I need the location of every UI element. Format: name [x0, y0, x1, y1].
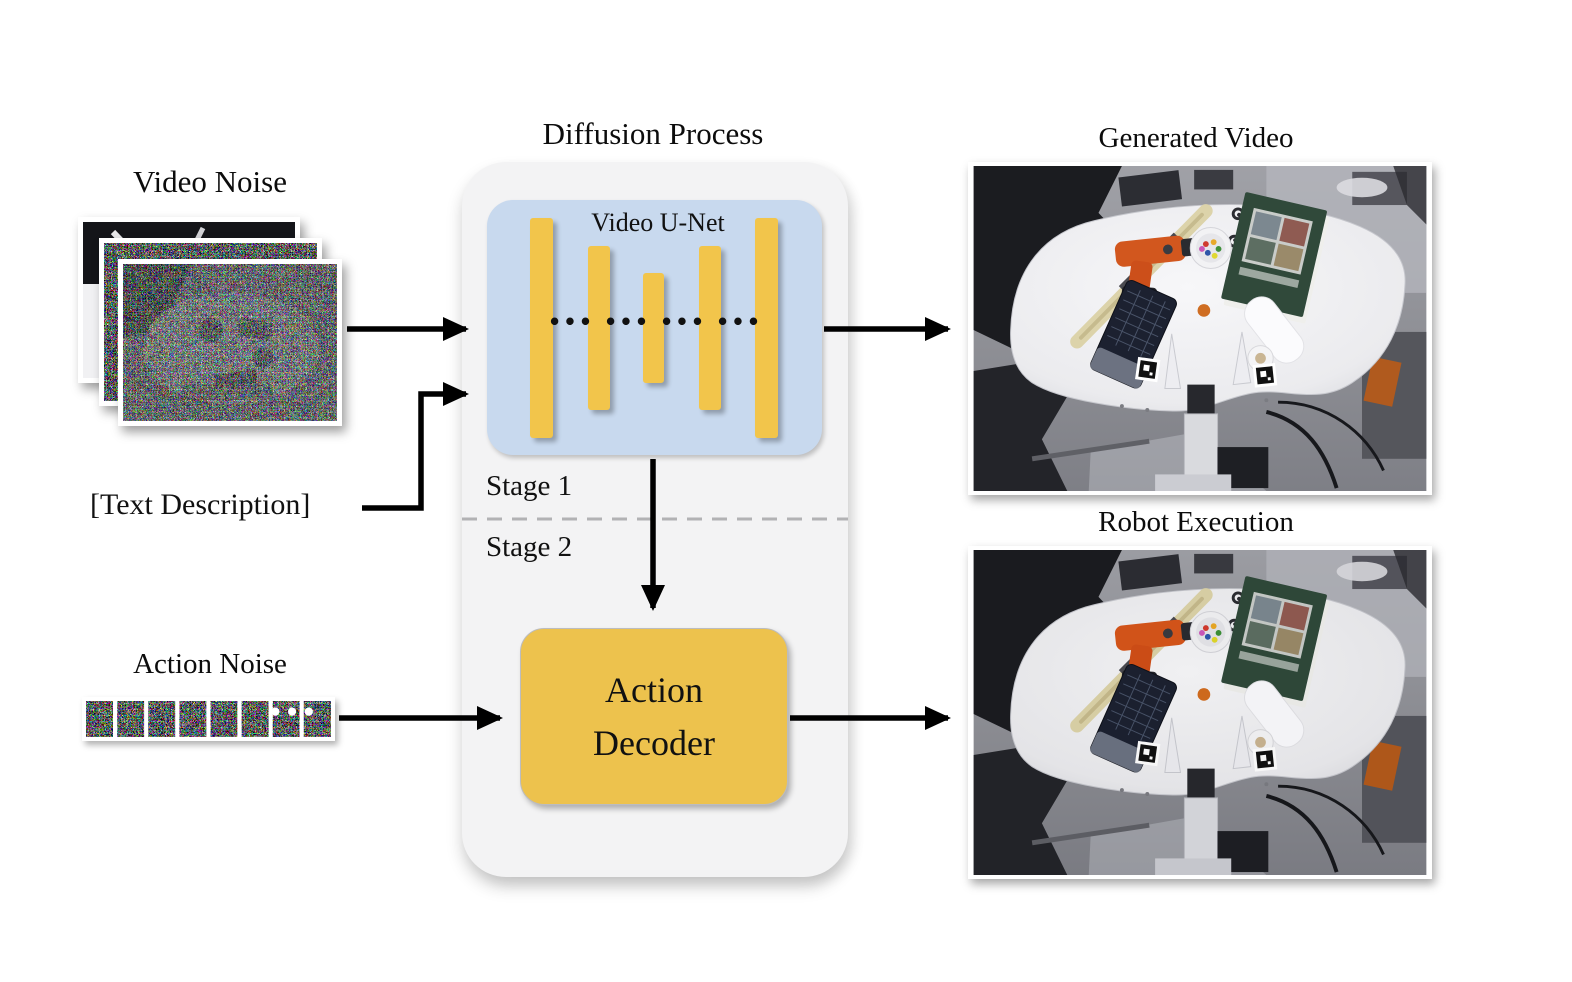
video-unet-label: Video U-Net [591, 208, 725, 237]
noisy-scene-frame-art [123, 264, 337, 421]
unet-ellipsis: ••• [659, 310, 707, 334]
unet-ellipsis: ••• [603, 310, 651, 334]
stage1-label: Stage 1 [486, 470, 573, 502]
unet-ellipsis: ••• [547, 310, 595, 334]
robot-execution-image [968, 546, 1432, 879]
generated-video-art [972, 166, 1428, 491]
action-decoder-label: Action Decoder [593, 670, 715, 763]
robot-execution-title: Robot Execution [1098, 506, 1294, 538]
unet-bar [755, 218, 778, 438]
unet-bar [643, 273, 664, 383]
unet-bar [588, 246, 610, 410]
robot-execution-art [972, 550, 1428, 875]
video-noise-frame-front [118, 259, 342, 426]
action-decoder-box: Action Decoder [520, 628, 788, 805]
action-noise-label: Action Noise [133, 648, 287, 680]
video-noise-label: Video Noise [133, 164, 287, 199]
unet-bar [530, 218, 553, 438]
text-description-label: [Text Description] [90, 488, 311, 521]
action-noise-tiles-art [86, 701, 331, 737]
arrow-text-description-to-unet [362, 382, 469, 511]
diffusion-process-title: Diffusion Process [542, 116, 764, 151]
generated-video-title: Generated Video [1098, 122, 1294, 154]
generated-video-image [968, 162, 1432, 495]
unet-bar [699, 246, 721, 410]
action-noise-ellipsis: ••• [268, 700, 319, 726]
stage2-label: Stage 2 [486, 531, 573, 563]
action-noise-strip [82, 697, 335, 741]
unet-ellipsis: ••• [715, 310, 763, 334]
